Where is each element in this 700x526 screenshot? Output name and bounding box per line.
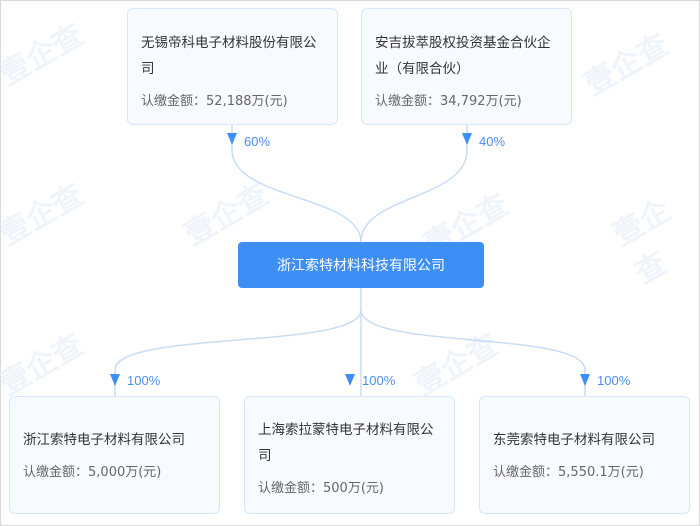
shareholder-card[interactable]: 无锡帝科电子材料股份有限公司 认缴金额：52,188万(元) xyxy=(127,8,338,125)
arrow-down-icon xyxy=(580,374,590,386)
share-percent: 60% xyxy=(244,134,271,149)
amount-label: 认缴金额： xyxy=(258,481,324,496)
share-percent: 100% xyxy=(362,373,396,388)
shareholder-card[interactable]: 安吉拔萃股权投资基金合伙企业（有限合伙） 认缴金额：34,792万(元) xyxy=(361,8,572,125)
amount-label: 认缴金额： xyxy=(141,94,207,109)
subsidiary-card[interactable]: 东莞索特电子材料有限公司 认缴金额：5,550.1万(元) xyxy=(479,396,690,514)
shareholder-name: 安吉拔萃股权投资基金合伙企业（有限合伙） xyxy=(375,35,551,77)
amount-value: 52,188万(元) xyxy=(206,94,288,109)
amount-value: 34,792万(元) xyxy=(440,94,522,109)
subsidiary-name: 上海索拉蒙特电子材料有限公司 xyxy=(258,422,434,464)
subsidiary-card[interactable]: 上海索拉蒙特电子材料有限公司 认缴金额：500万(元) xyxy=(244,396,455,514)
subsidiary-card[interactable]: 浙江索特电子材料有限公司 认缴金额：5,000万(元) xyxy=(9,396,220,514)
amount-label: 认缴金额： xyxy=(493,465,559,480)
amount-value: 5,550.1万(元) xyxy=(558,465,644,480)
subsidiary-name: 浙江索特电子材料有限公司 xyxy=(23,432,185,448)
arrow-down-icon xyxy=(110,374,120,386)
share-percent: 100% xyxy=(597,373,631,388)
shareholder-name: 无锡帝科电子材料股份有限公司 xyxy=(141,35,317,77)
target-company[interactable]: 浙江索特材料科技有限公司 xyxy=(238,242,484,288)
arrow-down-icon xyxy=(462,133,472,145)
amount-label: 认缴金额： xyxy=(375,94,441,109)
subsidiary-name: 东莞索特电子材料有限公司 xyxy=(493,432,655,448)
arrow-down-icon xyxy=(345,374,355,386)
share-percent: 40% xyxy=(479,134,506,149)
amount-label: 认缴金额： xyxy=(23,465,89,480)
share-percent: 100% xyxy=(127,373,161,388)
arrow-down-icon xyxy=(227,133,237,145)
amount-value: 500万(元) xyxy=(323,481,384,496)
amount-value: 5,000万(元) xyxy=(88,465,162,480)
